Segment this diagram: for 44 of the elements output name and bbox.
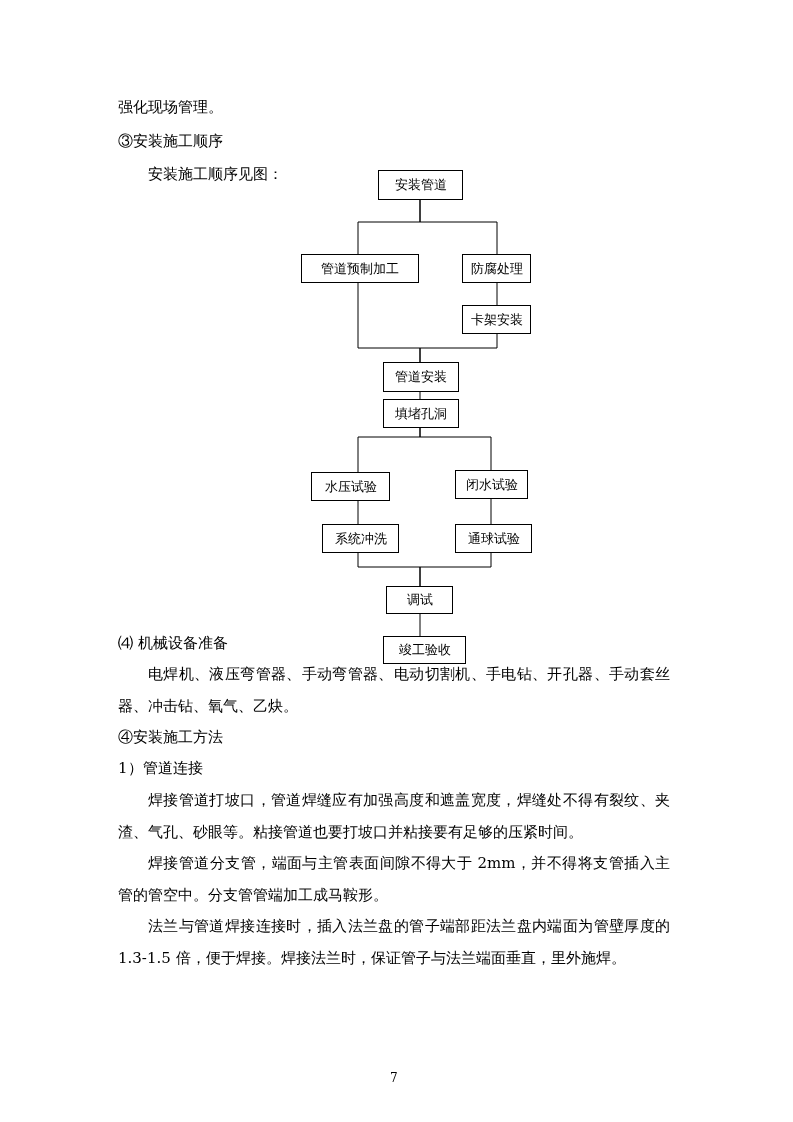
- connector-line: [419, 333, 498, 363]
- connector-line: [490, 498, 492, 525]
- step-label: 系统冲洗: [334, 529, 387, 548]
- process-box: [311, 472, 390, 501]
- step-label: 调试: [406, 591, 433, 609]
- process-box: [383, 399, 459, 428]
- process-box: [455, 524, 532, 553]
- body-text: 安装施工顺序见图：: [148, 164, 284, 185]
- connector-line: [419, 613, 421, 637]
- body-text: 焊接管道打坡口，管道焊缝应有加强高度和遮盖宽度，焊缝处不得有裂纹、夹渣、气孔、砂眼等。粘接管道也要打坡口并粘接要有足够的压紧时间。: [118, 790, 670, 843]
- step-label: 填堵孔洞: [395, 404, 447, 423]
- process-box: [383, 636, 466, 664]
- step-label: 管道安装: [395, 368, 447, 386]
- step-label: 通球试验: [467, 529, 520, 548]
- step-label: 水压试验: [324, 477, 377, 496]
- connector-line: [357, 500, 359, 525]
- step-label: 卡架安装: [470, 310, 523, 329]
- process-box: [455, 470, 528, 499]
- process-box: [386, 586, 453, 614]
- body-text: 电焊机、液压弯管器、手动弯管器、电动切割机、手电钻、开孔器、手动套丝器、冲击钻、氧气、乙炔。: [118, 664, 670, 717]
- step-label: 闭水试验: [465, 475, 518, 494]
- step-label: 防腐处理: [470, 259, 523, 278]
- connector-line: [496, 282, 498, 306]
- connector-line: [419, 391, 421, 400]
- connector-line: [419, 199, 498, 255]
- page-number: 7: [390, 1070, 399, 1087]
- body-text: ④安装施工方法: [118, 727, 224, 748]
- body-text: ③安装施工顺序: [118, 131, 224, 152]
- body-text: 1）管道连接: [118, 758, 204, 779]
- body-text: 强化现场管理。: [118, 97, 224, 118]
- process-box: [383, 362, 459, 392]
- connector-line: [419, 427, 492, 471]
- step-label: 安装管道: [394, 176, 447, 194]
- body-text: 法兰与管道焊接连接时，插入法兰盘的管子端部距法兰盘内端面为管壁厚度的 1.3-1.5 倍，便于焊接。焊接法兰时，保证管子与法兰端面垂直，里外施焊。: [118, 916, 670, 969]
- body-text: 焊接管道分支管，端面与主管表面间隙不得大于 2mm，并不得将支管插入主管的管空中。分支管管端加工成马鞍形。: [118, 853, 670, 906]
- step-label: 管道预制加工: [321, 259, 399, 278]
- step-label: 竣工验收: [398, 641, 451, 659]
- process-box: [322, 524, 399, 553]
- connector-line: [419, 552, 492, 587]
- process-box: [462, 305, 531, 334]
- process-box: [301, 254, 419, 283]
- body-text: ⑷ 机械设备准备: [118, 633, 229, 654]
- process-box: [378, 170, 463, 200]
- process-box: [462, 254, 531, 283]
